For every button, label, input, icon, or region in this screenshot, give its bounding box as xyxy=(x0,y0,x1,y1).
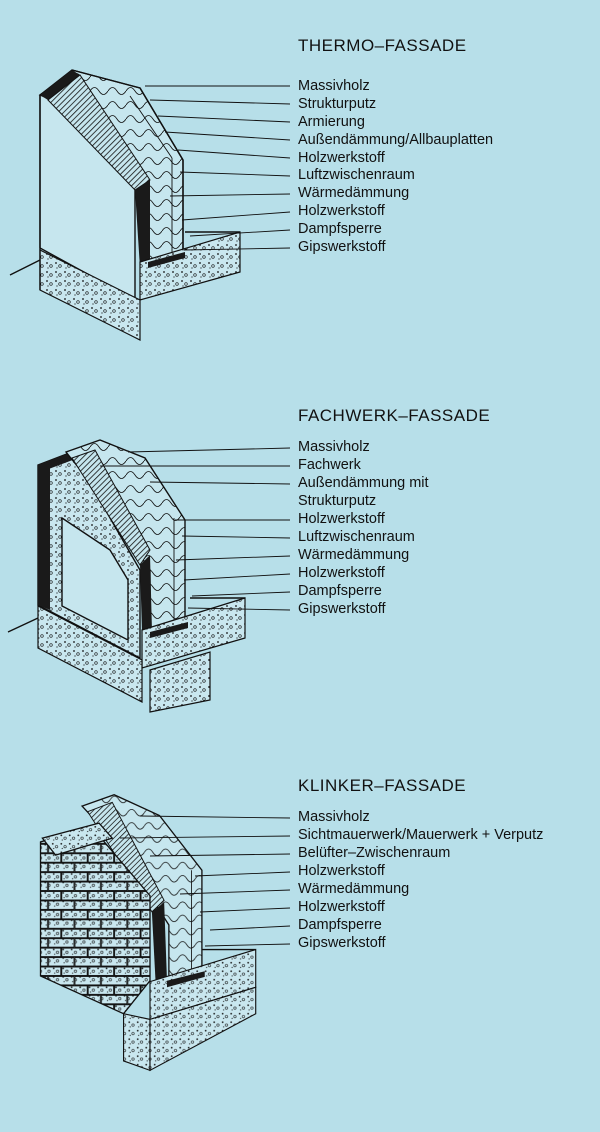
panel-title: KLINKER–FASSADE xyxy=(298,776,467,795)
layer-label: Außendämmung mit xyxy=(298,475,429,491)
layer-label-list: Massivholz Fachwerk Außendämmung mit Str… xyxy=(298,438,429,618)
layer-label: Holzwerkstoff xyxy=(298,565,385,581)
panel-klinker-fassade: KLINKER–FASSADE Massivholz Sichtmauerwer… xyxy=(0,740,600,1110)
layer-label: Gipswerkstoff xyxy=(298,935,386,951)
layer-label: Strukturputz xyxy=(298,493,377,509)
layer-label: Massivholz xyxy=(298,78,370,94)
layer-label: Dampfsperre xyxy=(298,221,382,238)
thermo-facade-cross-section xyxy=(9,69,241,341)
layer-label: Massivholz xyxy=(298,809,370,825)
layer-label: Luftzwischenraum xyxy=(298,529,415,545)
layer-label: Holzwerkstoff xyxy=(298,511,385,527)
layer-label: Luftzwischenraum xyxy=(298,167,415,184)
layer-label: Wärmedämmung xyxy=(298,547,410,563)
layer-label: Dampfsperre xyxy=(298,917,382,933)
layer-label: Gipswerkstoff xyxy=(298,601,386,617)
layer-label-list: Massivholz Strukturputz Armierung Außend… xyxy=(298,78,493,257)
layer-label: Belüfter–Zwischenraum xyxy=(298,845,451,861)
panel-thermo-fassade: THERMO–FASSADE Massivholz Strukturputz A… xyxy=(0,0,600,370)
layer-label: Außendämmung/Allbauplatten xyxy=(298,131,494,148)
layer-label: Holzwerkstoff xyxy=(298,149,385,166)
layer-label: Holzwerkstoff xyxy=(298,899,385,915)
layer-label: Sichtmauerwerk/Mauerwerk + Verputz xyxy=(298,827,544,843)
layer-label: Strukturputz xyxy=(298,95,377,112)
layer-label-list: Massivholz Sichtmauerwerk/Mauerwerk + Ve… xyxy=(298,808,543,952)
layer-label: Massivholz xyxy=(298,439,370,455)
layer-label: Dampfsperre xyxy=(298,583,382,599)
panel-title: FACHWERK–FASSADE xyxy=(298,406,491,425)
layer-label: Holzwerkstoff xyxy=(298,863,385,879)
layer-label: Wärmedämmung xyxy=(298,881,410,897)
layer-label: Gipswerkstoff xyxy=(298,239,386,256)
layer-label: Wärmedämmung xyxy=(298,185,410,202)
panel-title: THERMO–FASSADE xyxy=(298,36,467,55)
layer-label: Fachwerk xyxy=(298,457,361,473)
layer-label: Holzwerkstoff xyxy=(298,203,385,220)
panel-fachwerk-fassade: FACHWERK–FASSADE Massivholz Fachwerk Auß… xyxy=(0,370,600,740)
fachwerk-facade-cross-section xyxy=(7,439,246,713)
klinker-facade-cross-section xyxy=(39,794,257,1072)
layer-label: Armierung xyxy=(298,113,365,130)
